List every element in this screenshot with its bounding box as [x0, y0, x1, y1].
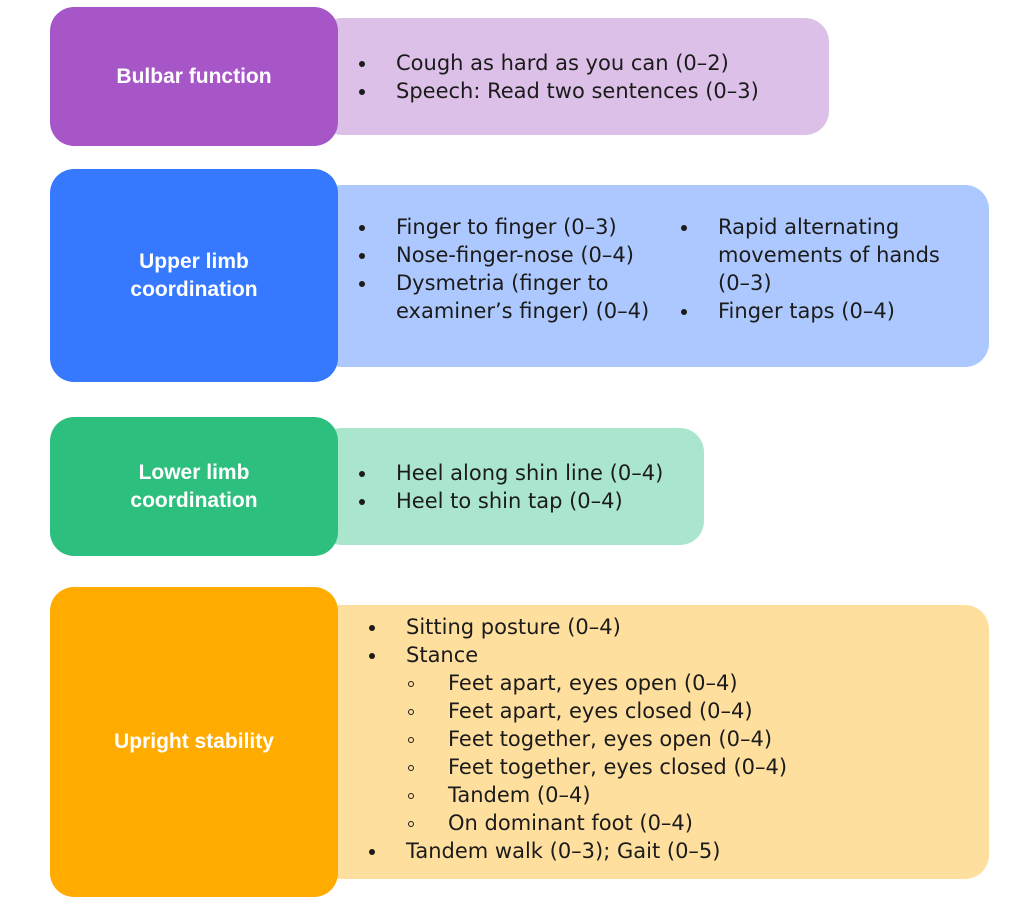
bulbar-item: Speech: Read two sentences (0–3) [356, 77, 816, 105]
lower-limb-item: Heel to shin tap (0–4) [356, 487, 696, 515]
bulbar-items-panel [318, 18, 829, 135]
upright-list: Sitting posture (0–4) Stance Feet apart,… [366, 613, 976, 865]
upper-limb-item: Dysmetria (finger to examiner’s finger) … [356, 269, 666, 325]
lower-limb-title: Lower limb coordination [130, 460, 258, 512]
upright-title: Upright stability [114, 730, 274, 753]
upper-limb-item: Finger taps (0–4) [678, 297, 978, 325]
lower-limb-item: Heel along shin line (0–4) [356, 459, 696, 487]
stance-subitem: On dominant foot (0–4) [366, 809, 976, 837]
upper-limb-item: Nose-finger-nose (0–4) [356, 241, 666, 269]
stance-subitem: Feet apart, eyes closed (0–4) [366, 697, 976, 725]
upper-limb-list-col1: Finger to finger (0–3) Nose-finger-nose … [356, 213, 666, 325]
upright-title-box: Upright stability [50, 587, 338, 897]
stance-subitem: Feet apart, eyes open (0–4) [366, 669, 976, 697]
upright-item: Tandem walk (0–3); Gait (0–5) [366, 837, 976, 865]
lower-limb-title-box: Lower limb coordination [50, 417, 338, 556]
bulbar-list: Cough as hard as you can (0–2) Speech: R… [356, 49, 816, 105]
stance-subitem: Feet together, eyes open (0–4) [366, 725, 976, 753]
upper-limb-title-box: Upper limb coordination [50, 169, 338, 382]
bulbar-item: Cough as hard as you can (0–2) [356, 49, 816, 77]
upper-limb-item: Finger to finger (0–3) [356, 213, 666, 241]
upright-item: Stance [366, 641, 976, 669]
bulbar-title-box: Bulbar function [50, 7, 338, 146]
lower-limb-list: Heel along shin line (0–4) Heel to shin … [356, 459, 696, 515]
upper-limb-list-col2: Rapid alternating movements of hands (0–… [678, 213, 978, 325]
upright-items-panel [318, 605, 989, 879]
bulbar-title: Bulbar function [116, 64, 272, 88]
upper-limb-item: Rapid alternating movements of hands (0–… [678, 213, 978, 297]
stance-subitem: Feet together, eyes closed (0–4) [366, 753, 976, 781]
lower-limb-items-panel [318, 428, 704, 545]
upright-item: Sitting posture (0–4) [366, 613, 976, 641]
upper-limb-items-panel [318, 185, 989, 367]
upper-limb-title: Upper limb coordination [130, 249, 258, 301]
stance-subitem: Tandem (0–4) [366, 781, 976, 809]
